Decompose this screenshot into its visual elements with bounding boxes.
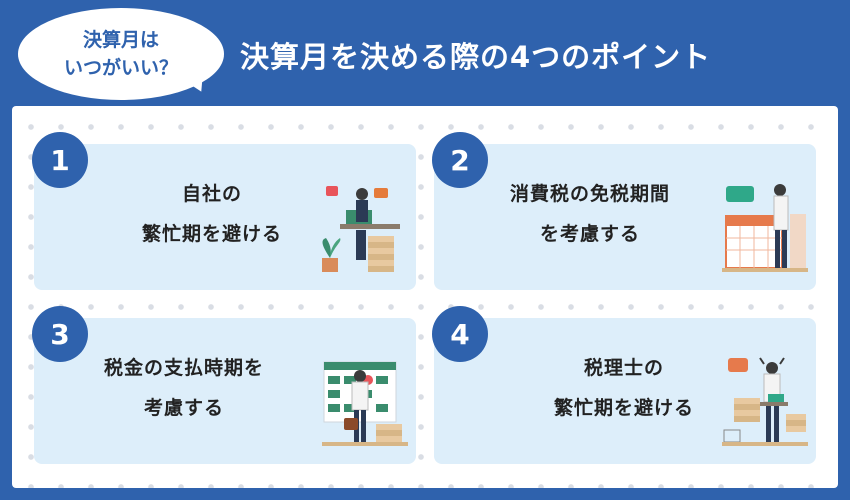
point-number-1: 1 xyxy=(32,132,88,188)
point-card-3: 税金の支払時期を 考慮する xyxy=(34,318,416,464)
content-panel: 自社の 繁忙期を避ける 1 消費税の免税期間 を考慮する xyxy=(12,106,838,488)
bubble-line-2: いつがいい？ xyxy=(63,57,178,79)
bubble-line-1: 決算月は xyxy=(82,29,159,51)
point-text-2: 消費税の免税期間 を考慮する xyxy=(510,174,670,254)
point-4-line-1: 税理士の xyxy=(584,357,665,379)
calendar-schedule-person-icon xyxy=(322,361,408,446)
point-3-line-2: 考慮する xyxy=(144,397,225,419)
point-card-4: 税理士の 繁忙期を避ける xyxy=(434,318,816,464)
header-banner: 決算月は いつがいい？ 決算月を決める際の4つのポイント xyxy=(0,0,850,104)
point-text-4: 税理士の 繁忙期を避ける xyxy=(554,348,694,428)
point-4-line-2: 繁忙期を避ける xyxy=(554,397,695,419)
question-bubble: 決算月は いつがいい？ xyxy=(18,8,224,100)
point-1-line-2: 繁忙期を避ける xyxy=(142,223,283,245)
point-text-1: 自社の 繁忙期を避ける xyxy=(142,174,282,254)
point-number-4: 4 xyxy=(432,306,488,362)
point-number-2: 2 xyxy=(432,132,488,188)
point-card-1: 自社の 繁忙期を避ける xyxy=(34,144,416,290)
point-text-3: 税金の支払時期を 考慮する xyxy=(104,348,264,428)
point-1-line-1: 自社の xyxy=(182,183,243,205)
point-2-line-2: を考慮する xyxy=(540,223,641,245)
point-3-line-1: 税金の支払時期を xyxy=(104,357,265,379)
point-number-3: 3 xyxy=(32,306,88,362)
page-title: 決算月を決める際の4つのポイント xyxy=(240,40,712,74)
point-card-2: 消費税の免税期間 を考慮する xyxy=(434,144,816,290)
busy-office-worker-icon xyxy=(322,186,400,272)
stressed-accountant-icon xyxy=(722,357,808,446)
point-2-line-1: 消費税の免税期間 xyxy=(510,183,671,205)
calendar-thinking-person-icon xyxy=(722,184,808,272)
